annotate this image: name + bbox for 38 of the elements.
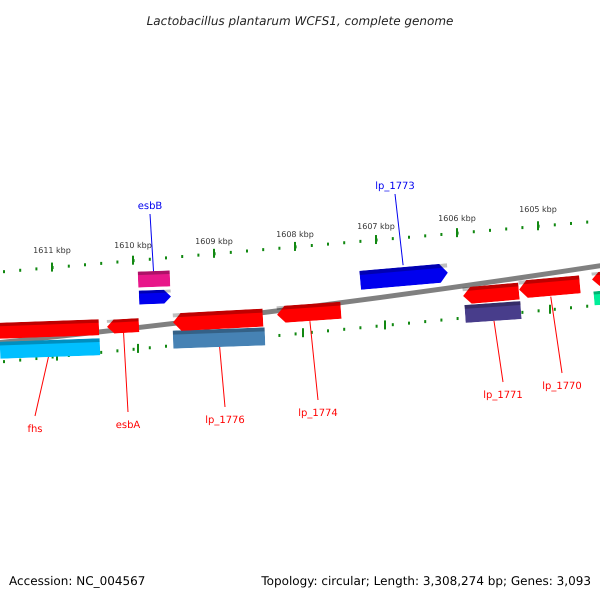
scale-label: 1609 kbp xyxy=(194,237,234,246)
title: Lactobacillus plantarum WCFS1, complete genome xyxy=(146,14,454,28)
gene-feature xyxy=(518,275,581,299)
gene-feature xyxy=(462,282,520,304)
scale-label: 1611 kbp xyxy=(32,246,72,255)
gene-feature xyxy=(276,302,342,324)
gene-feature xyxy=(138,289,172,305)
gene-label: esbA xyxy=(116,420,140,431)
gene-feature xyxy=(106,318,140,334)
gene-feature xyxy=(0,338,100,359)
scale-label: 1607 kbp xyxy=(356,222,396,231)
gene-label: lp_1774 xyxy=(298,408,338,419)
gene-feature xyxy=(0,319,100,339)
scale-label: 1610 kbp xyxy=(113,241,153,250)
gene-feature xyxy=(138,270,170,288)
gene-label: lp_1773 xyxy=(375,181,415,192)
leader-line xyxy=(150,214,154,273)
scale-label: 1608 kbp xyxy=(275,230,315,239)
footer-text: Topology: circular; Length: 3,308,274 bp; Genes: 3,093 xyxy=(261,574,591,588)
gene-label: lp_1770 xyxy=(542,381,582,392)
footer-text: Accession: NC_004567 xyxy=(9,574,146,588)
leader-line xyxy=(394,194,404,266)
gene-label: lp_1771 xyxy=(483,390,523,401)
scale-label: 1606 kbp xyxy=(437,214,477,223)
leader-line xyxy=(550,296,562,374)
leader-line xyxy=(494,320,504,382)
leader-line xyxy=(309,320,318,400)
leader-line xyxy=(219,346,226,408)
scale-label: 1605 kbp xyxy=(518,205,558,214)
leader-line xyxy=(123,331,128,412)
gene-label: esbB xyxy=(138,201,162,212)
gene-label: fhs xyxy=(27,424,43,435)
gene-feature xyxy=(464,301,522,323)
gene-label: lp_1776 xyxy=(205,415,245,426)
leader-line xyxy=(34,356,49,416)
gene-feature xyxy=(172,327,266,349)
gene-feature xyxy=(359,263,449,290)
gene-feature xyxy=(172,308,264,332)
